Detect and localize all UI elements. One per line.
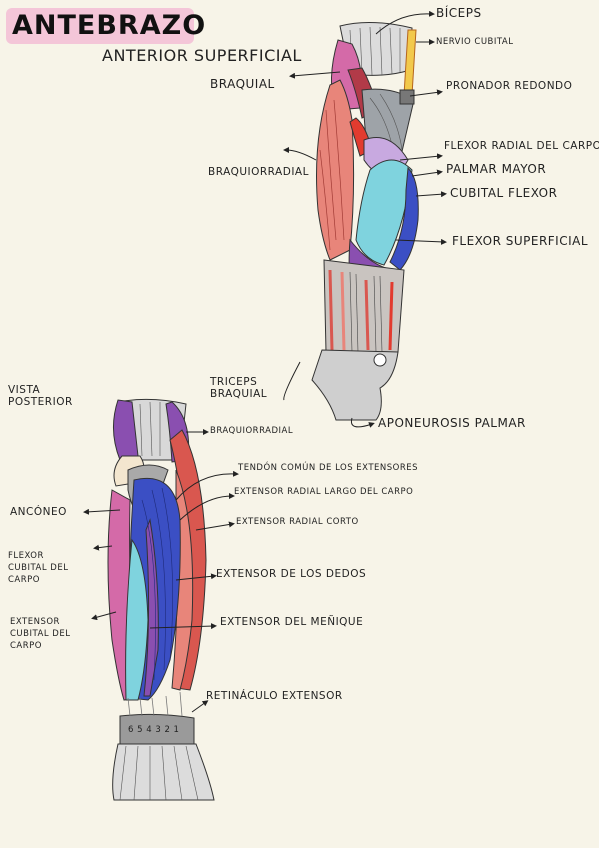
label-aponeurosis-palmar: APONEUROSIS PALMAR <box>378 416 526 430</box>
posterior-hand-tendons <box>112 743 215 801</box>
label-braquiorradial-posterior: BRAQUIORRADIAL <box>210 426 294 436</box>
extensor-carpi-ulnaris-muscle <box>125 538 149 701</box>
label-cubital-flexor: CUBITAL FLEXOR <box>450 186 558 200</box>
label-extensor-radial-corto: EXTENSOR RADIAL CORTO <box>236 517 359 527</box>
label-vista-posterior: VISTA POSTERIOR <box>8 384 73 408</box>
label-braquiorradial-anterior: BRAQUIORRADIAL <box>208 166 309 178</box>
anterior-leader-lines <box>283 10 447 428</box>
page-subtitle: ANTERIOR SUPERFICIAL <box>102 46 302 65</box>
palmar-aponeurosis-shape <box>311 349 399 421</box>
title-highlight <box>6 8 194 44</box>
label-anconeo: ANCÓNEO <box>10 506 67 518</box>
posterior-leader-lines <box>83 361 301 713</box>
label-biceps: BÍCEPS <box>436 6 482 20</box>
pronator-tab <box>399 89 415 105</box>
posterior-forearm-drawing <box>107 398 215 801</box>
label-triceps-braquial: TRICEPS BRAQUIAL <box>210 376 268 400</box>
label-flexor-superficial: FLEXOR SUPERFICIAL <box>452 234 589 248</box>
label-extensor-dedos: EXTENSOR DE LOS DEDOS <box>216 568 367 580</box>
label-tendon-comun: TENDÓN COMÚN DE LOS EXTENSORES <box>238 463 419 473</box>
label-extensor-cubital-carpo: EXTENSOR CUBITAL DEL CARPO <box>10 617 71 651</box>
label-braquial: BRAQUIAL <box>210 77 275 91</box>
page-title: ANTEBRAZO <box>12 10 207 41</box>
label-flexor-radial-carpo: FLEXOR RADIAL DEL CARPO <box>444 140 599 152</box>
label-extensor-radial-largo: EXTENSOR RADIAL LARGO DEL CARPO <box>234 487 414 497</box>
pisiform-bone <box>373 353 387 367</box>
label-retinaculo-extensor: RETINÁCULO EXTENSOR <box>206 690 343 702</box>
label-pronador-redondo: PRONADOR REDONDO <box>446 80 573 92</box>
anterior-forearm-drawing <box>311 21 419 421</box>
flexor-carpi-ulnaris-muscle <box>389 166 419 271</box>
label-nervio-cubital: NERVIO CUBITAL <box>436 37 514 47</box>
label-extensor-menique: EXTENSOR DEL MEÑIQUE <box>220 616 364 628</box>
retinaculum-compartment-numbers: 6 5 4 3 2 1 <box>128 725 180 735</box>
extensor-digiti-minimi-muscle <box>143 518 159 697</box>
label-palmar-mayor: PALMAR MAYOR <box>446 162 547 176</box>
palmaris-longus-muscle <box>355 159 413 266</box>
label-flexor-cubital-carpo: FLEXOR CUBITAL DEL CARPO <box>8 551 69 585</box>
